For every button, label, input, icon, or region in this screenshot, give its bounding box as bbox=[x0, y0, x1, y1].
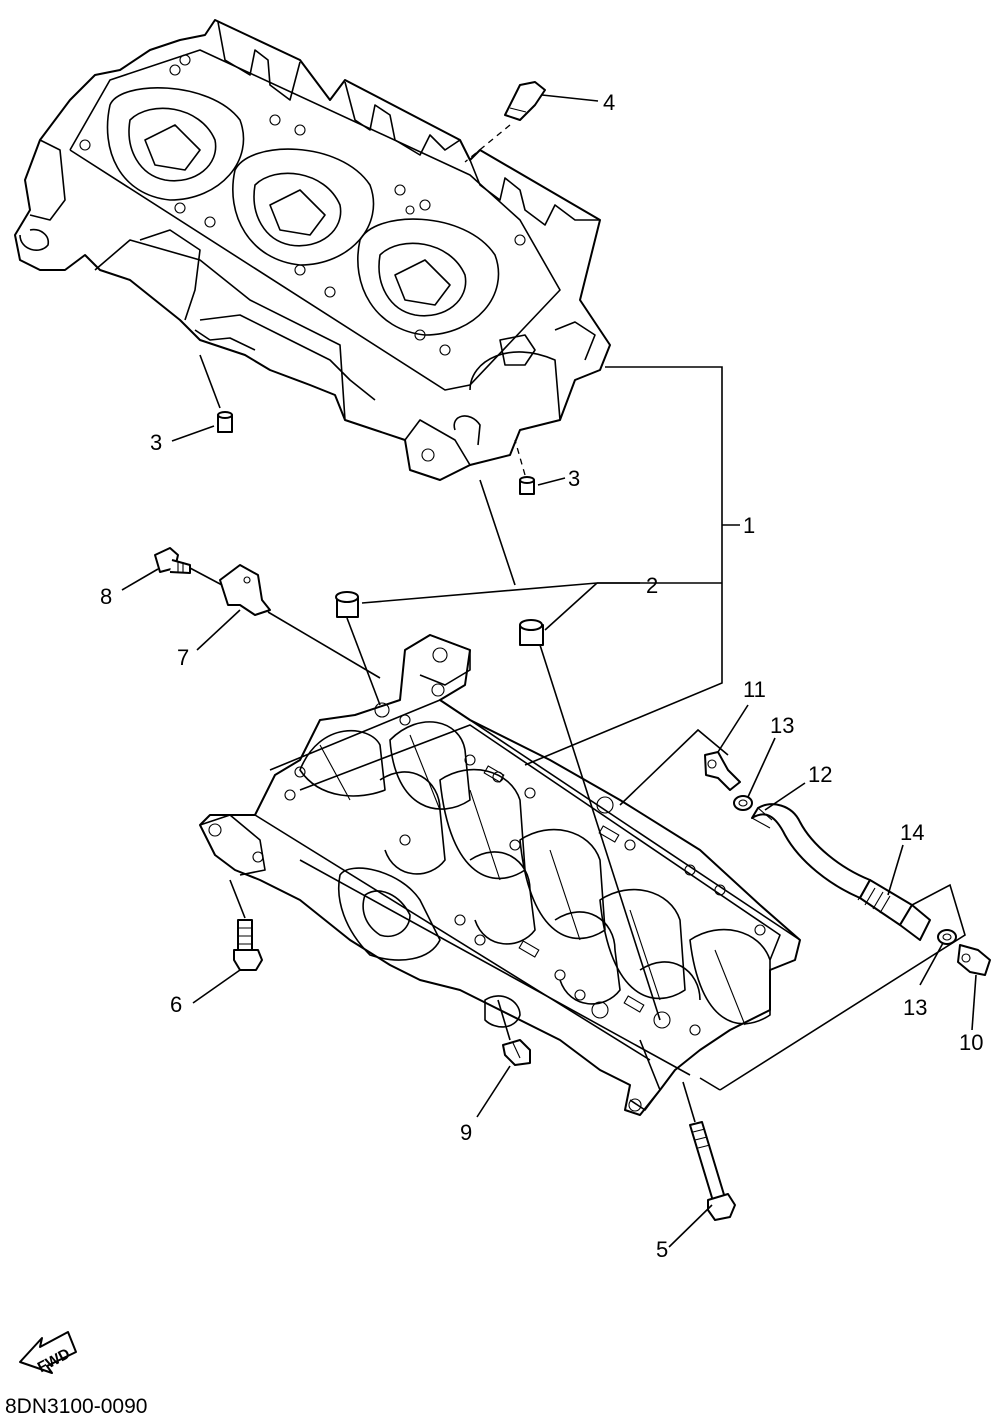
label-part-1: 1 bbox=[743, 513, 755, 538]
part-14-sleeve bbox=[857, 879, 931, 941]
label-part-5: 5 bbox=[656, 1237, 668, 1262]
part-3-dowel-left bbox=[217, 411, 233, 433]
part-8-bolt bbox=[154, 547, 191, 574]
label-part-13-lower: 13 bbox=[903, 995, 927, 1020]
part-13-clamp-lower bbox=[937, 929, 957, 945]
main-bearing-saddles bbox=[299, 721, 771, 1026]
part-6-bolt bbox=[233, 919, 263, 971]
label-part-8: 8 bbox=[100, 584, 112, 609]
label-part-4: 4 bbox=[603, 90, 615, 115]
part-7-bracket bbox=[219, 564, 271, 616]
part-9-fitting bbox=[502, 1039, 531, 1066]
lower-crankcase bbox=[199, 634, 801, 1116]
label-part-9: 9 bbox=[460, 1120, 472, 1145]
upper-deck-bolt-holes bbox=[79, 54, 526, 356]
leader-lines bbox=[121, 94, 977, 1248]
part-2-dowel-right bbox=[519, 619, 544, 646]
part-labels: 1 2 3 3 4 5 6 7 8 9 10 11 12 13 13 14 bbox=[100, 90, 983, 1262]
part-4-plug bbox=[504, 81, 546, 121]
part-12-hose bbox=[751, 803, 871, 899]
diagram-code: 8DN3100-0090 bbox=[5, 1395, 147, 1418]
cylinder-bore-3 bbox=[357, 218, 500, 336]
lower-deck-slots bbox=[483, 765, 645, 1013]
label-part-10: 10 bbox=[959, 1030, 983, 1055]
upper-crankcase bbox=[14, 19, 611, 481]
part-10-elbow bbox=[957, 944, 991, 976]
part-3-dowel-right bbox=[519, 476, 535, 495]
lower-deck-bolt-holes bbox=[284, 702, 766, 1036]
part-11-elbow bbox=[704, 751, 741, 791]
part-2-dowel-left bbox=[335, 591, 359, 618]
upper-bearing-housing bbox=[404, 321, 596, 466]
label-part-14: 14 bbox=[900, 820, 924, 845]
label-part-11: 11 bbox=[743, 677, 766, 702]
label-part-7: 7 bbox=[177, 645, 189, 670]
cylinder-bore-1 bbox=[106, 87, 245, 201]
part-13-clamp-upper bbox=[733, 795, 753, 811]
label-part-3-left: 3 bbox=[150, 430, 162, 455]
label-part-13-upper: 13 bbox=[770, 713, 794, 738]
part-5-long-bolt bbox=[689, 1121, 736, 1221]
fwd-arrow-icon: FWD bbox=[19, 1331, 77, 1376]
label-part-6: 6 bbox=[170, 992, 182, 1017]
label-part-3-right: 3 bbox=[568, 466, 580, 491]
label-part-12: 12 bbox=[808, 762, 832, 787]
label-part-2: 2 bbox=[646, 573, 658, 598]
